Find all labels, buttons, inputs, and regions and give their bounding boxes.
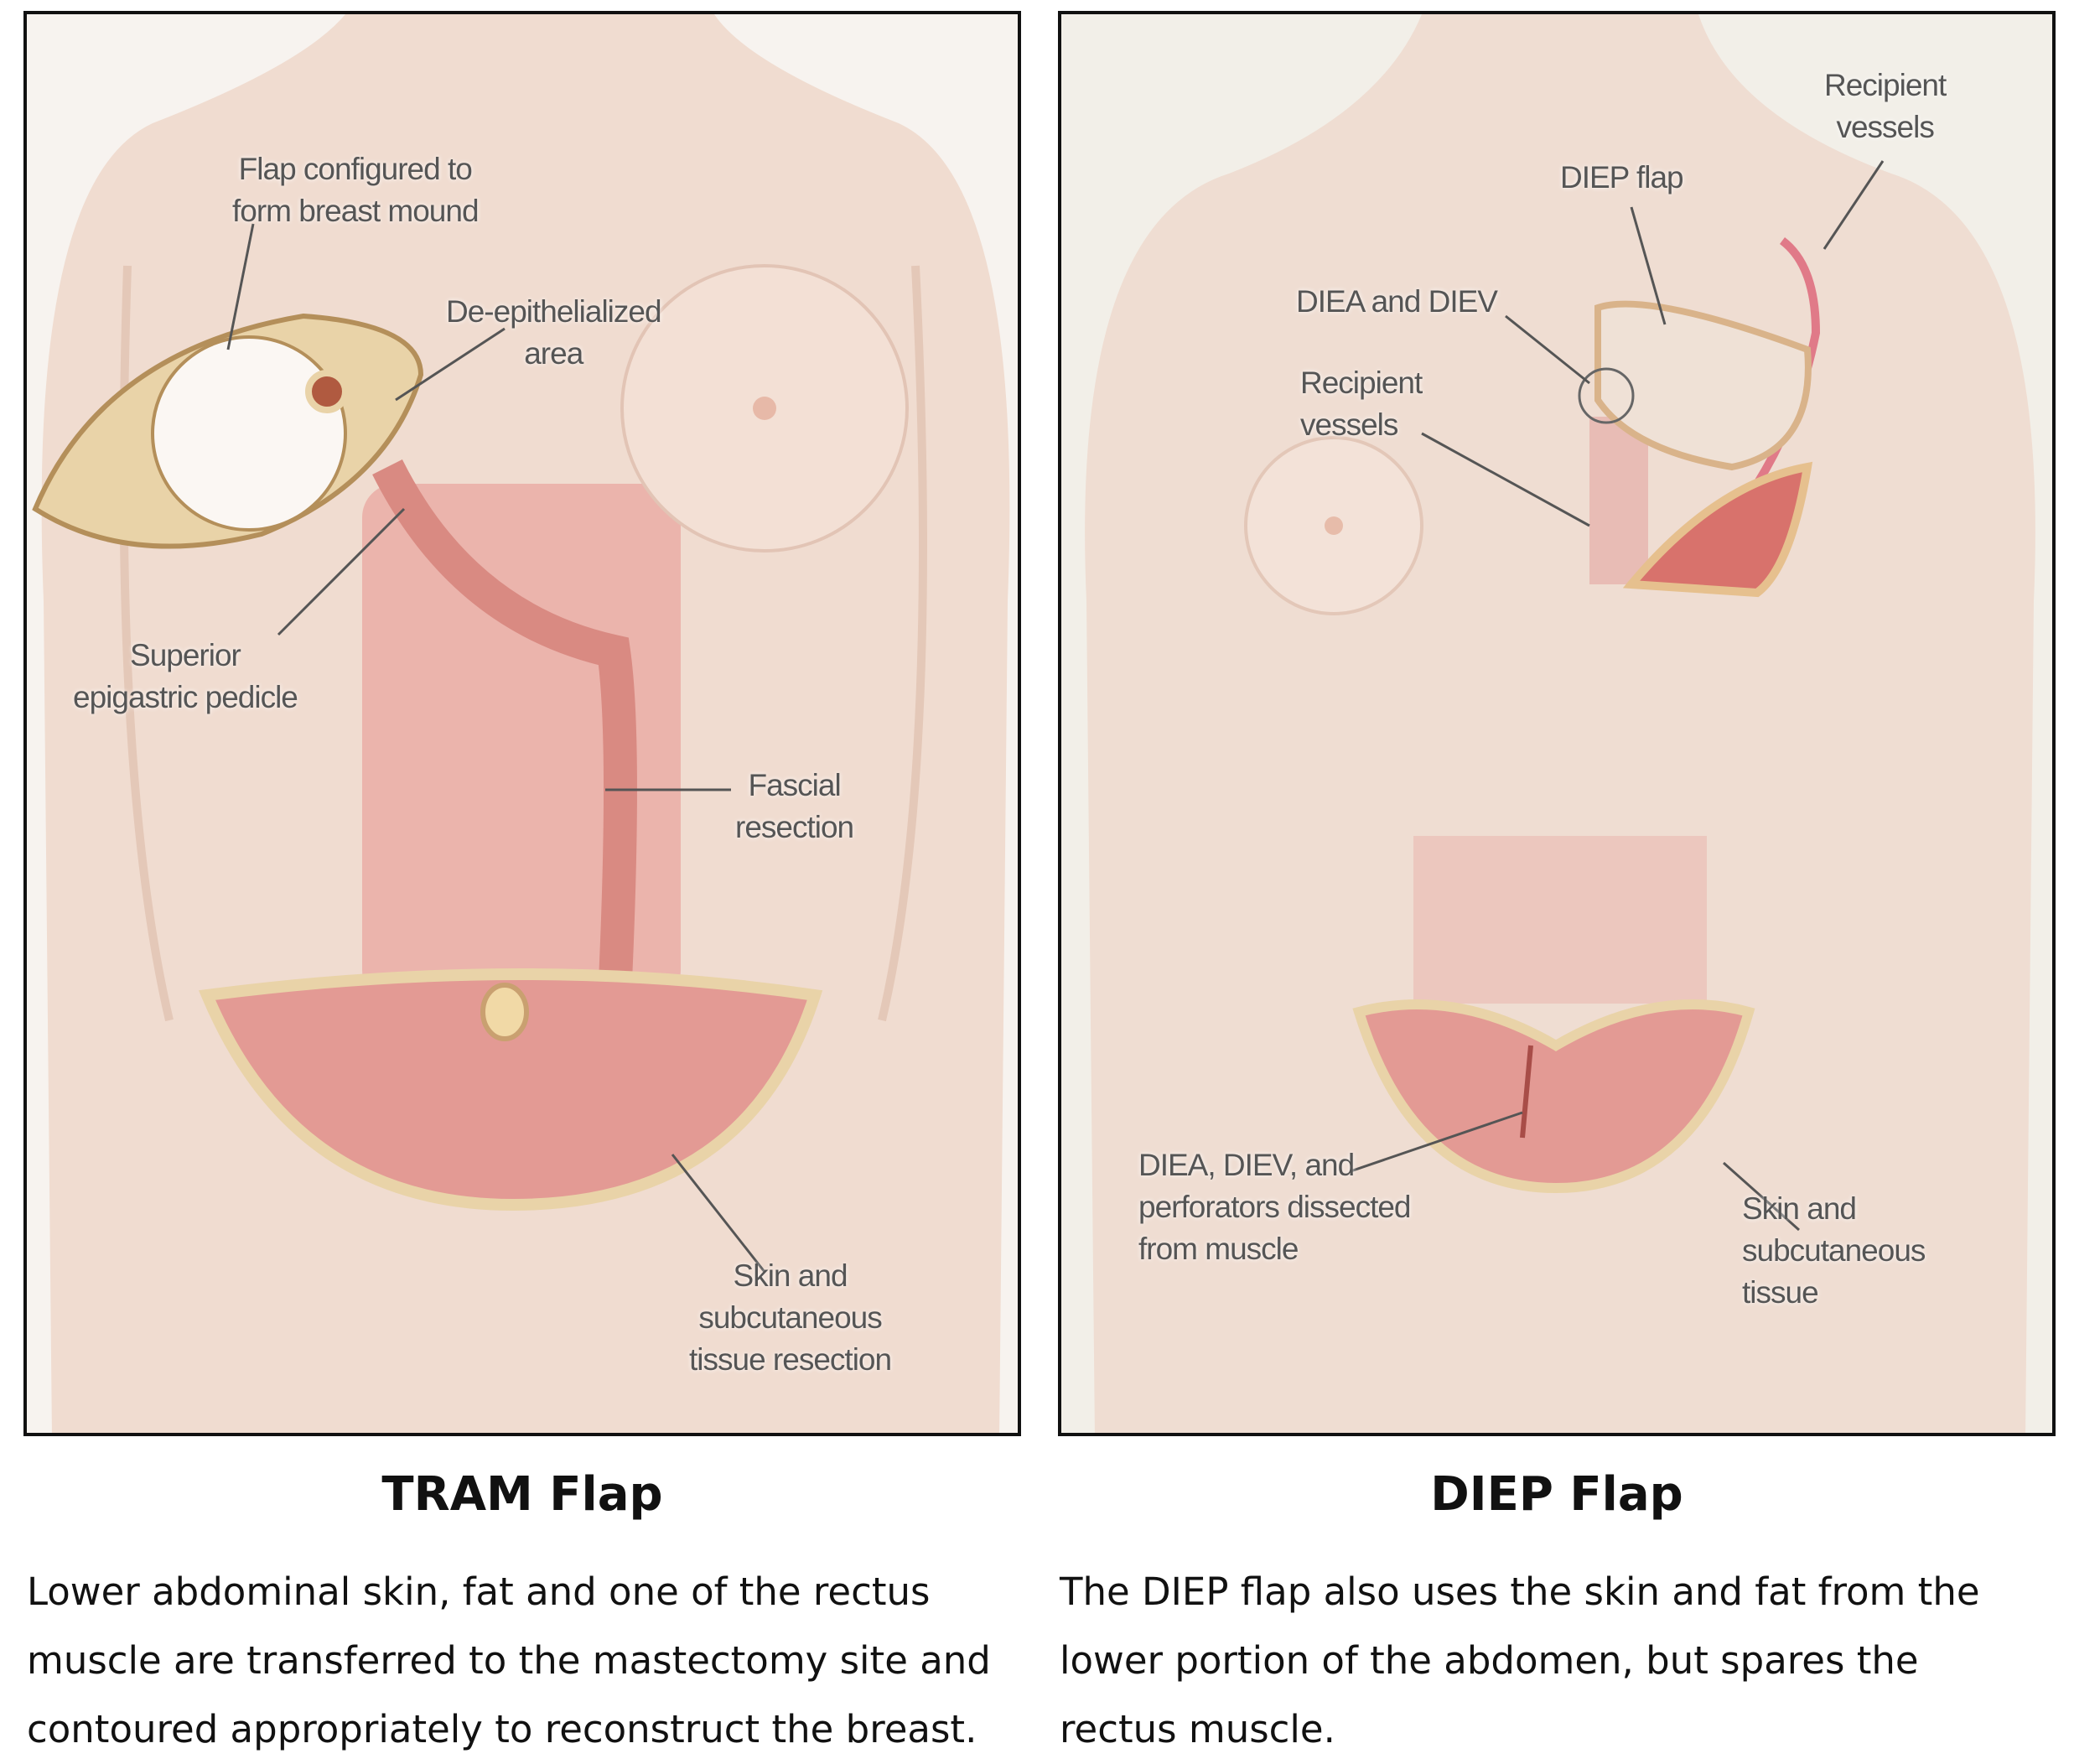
tram-caption: Lower abdominal skin, fat and one of the… (27, 1558, 991, 1764)
caption-line: lower portion of the abdomen, but spares… (1060, 1638, 1919, 1683)
rectus-shadow (1413, 836, 1707, 1004)
pedicle (372, 459, 637, 1165)
chest-opening (1589, 417, 1648, 584)
caption-line: The DIEP flap also uses the skin and fat… (1060, 1569, 1980, 1614)
caption-line: Lower abdominal skin, fat and one of the… (27, 1569, 931, 1614)
tram-leader-lines (226, 223, 766, 1273)
diep-flap (1594, 300, 1812, 471)
caption-line: contoured appropriately to reconstruct t… (27, 1707, 977, 1751)
label-diep-flap: DIEP flap (1560, 160, 1684, 195)
tram-title: TRAM Flap (381, 1467, 663, 1522)
label-diea-and-diev: DIEA and DIEV (1296, 284, 1498, 319)
lower-abdominal-incision (198, 968, 823, 1211)
diep-body-illustration (1061, 14, 2052, 1433)
rectus-muscle (362, 484, 681, 1004)
arm-shadow-right (878, 265, 927, 1022)
caption-line: rectus muscle. (1060, 1707, 1335, 1751)
muscle-window (1622, 461, 1813, 598)
caption-line: muscle are transferred to the mastectomy… (27, 1638, 991, 1683)
diep-title: DIEP Flap (1430, 1467, 1683, 1522)
diep-leader-lines (1350, 160, 1885, 1232)
breast-mound (151, 335, 347, 532)
diep-caption: The DIEP flap also uses the skin and fat… (1060, 1558, 1980, 1764)
tram-body-illustration (27, 14, 1018, 1433)
lower-abdominal-incision (1352, 999, 1755, 1194)
